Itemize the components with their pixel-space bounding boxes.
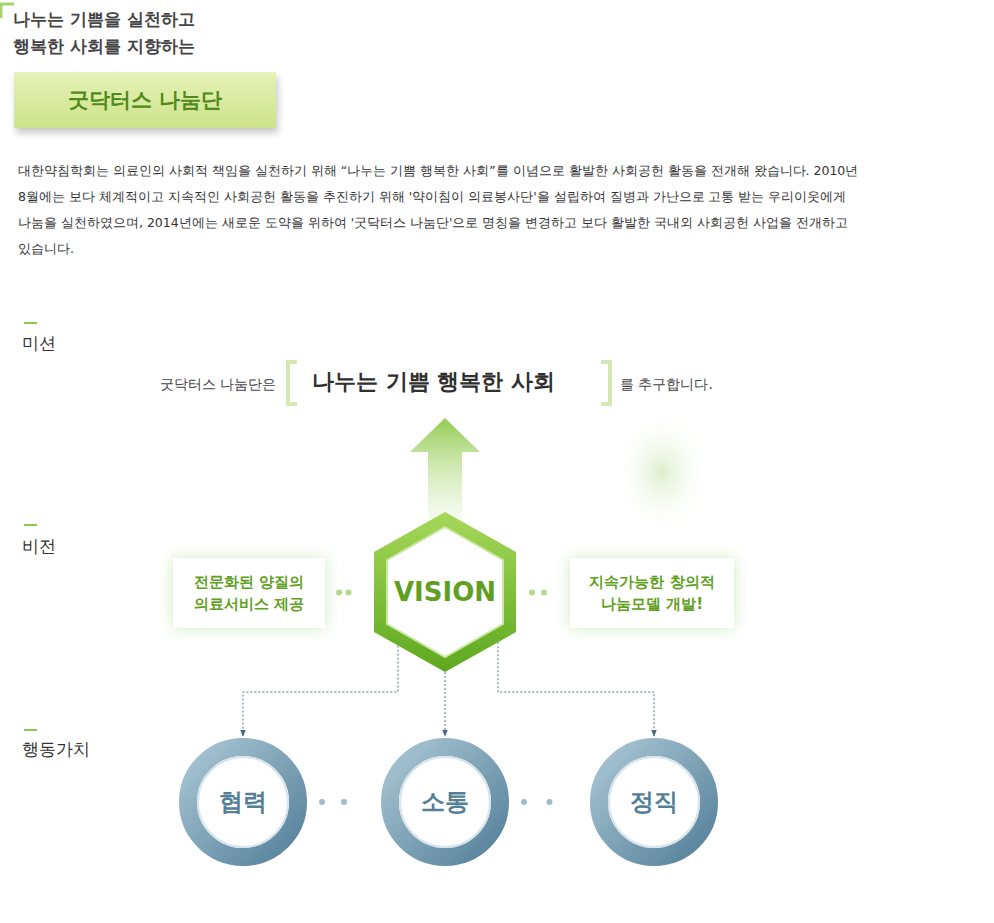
node-text-group: 지속가능한 창의적 나눔모델 개발! [580, 571, 724, 615]
bracket [288, 362, 297, 404]
bracket [601, 362, 610, 404]
ring [188, 747, 298, 857]
flow-arrow [498, 634, 654, 736]
ring-inner-line [609, 757, 699, 847]
dot-connector [322, 799, 366, 805]
section-dash [24, 729, 37, 731]
section-label: 미션 [22, 331, 56, 355]
node-text-group: VISION [394, 573, 496, 611]
hexagon-outer [374, 512, 516, 672]
value-circle: 정직 [589, 737, 719, 867]
flow-arrow [445, 664, 446, 736]
node-label: 협력 [219, 785, 267, 820]
node-label: 지속가능한 창의적 나눔모델 개발! [580, 571, 724, 615]
ring-inner-line [198, 757, 288, 847]
section-label: 비전 [22, 534, 56, 558]
flow-arrow [243, 638, 398, 736]
glow-blob [614, 410, 710, 534]
vision-box: 지속가능한 창의적 나눔모델 개발! [570, 558, 734, 628]
corner-mark [1, 4, 14, 18]
hexagon-inner [387, 527, 503, 657]
node-label: 전문화된 양질의 의료서비스 제공 [183, 571, 315, 615]
section-label: 행동가치 [22, 737, 90, 761]
ring [390, 747, 500, 857]
ring-inner-line [400, 757, 490, 847]
mission-tail: 를 추구합니다. [620, 374, 713, 394]
mission-statement: 나누는 기쁨 행복한 사회 [312, 366, 555, 397]
intro-paragraph: 대한약침학회는 의료인의 사회적 책임을 실천하기 위해 “나누는 기쁨 행복한… [18, 158, 878, 262]
node-label: 정직 [630, 785, 678, 820]
section-dash [24, 524, 37, 526]
mission-lead: 굿닥터스 나눔단은 [160, 374, 276, 394]
dot-connector [524, 799, 575, 805]
node-text-group: 소통 [421, 785, 469, 820]
node-text-group: 협력 [219, 785, 267, 820]
value-circle: 협력 [178, 737, 308, 867]
value-circle: 소통 [380, 737, 510, 867]
node-text-group: 전문화된 양질의 의료서비스 제공 [183, 571, 315, 615]
node-text-group: 굿닥터스 나눔단 [68, 85, 222, 115]
node-label: VISION [394, 573, 496, 611]
section-dash [24, 322, 37, 324]
ring [599, 747, 709, 857]
node-label: 굿닥터스 나눔단 [68, 85, 222, 115]
node-text-group: 정직 [630, 785, 678, 820]
dot-connector [339, 590, 358, 596]
dot-connector [532, 590, 556, 596]
page-title: 나누는 기쁨을 실천하고 행복한 사회를 지향하는 [13, 6, 218, 60]
vision-box: 전문화된 양질의 의료서비스 제공 [173, 558, 325, 628]
title-banner: 굿닥터스 나눔단 [14, 72, 276, 128]
vision-hexagon: VISION [372, 510, 518, 674]
node-label: 소통 [421, 785, 469, 820]
